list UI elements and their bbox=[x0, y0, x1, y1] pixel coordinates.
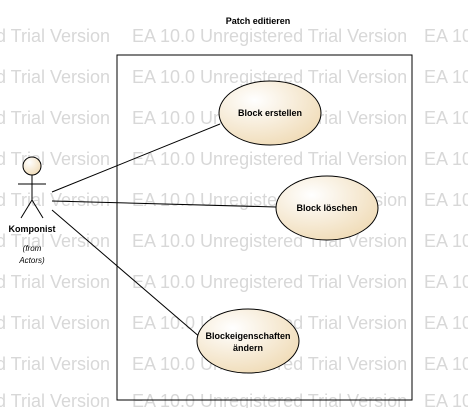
watermark-right: EA 10 bbox=[424, 108, 468, 128]
watermark-right: EA 10 bbox=[424, 67, 468, 87]
watermark-left: d Trial Version bbox=[0, 190, 110, 210]
system-boundary[interactable] bbox=[116, 54, 413, 401]
use-case-label-line1: Blockeigenschaften bbox=[205, 331, 290, 341]
use-case-label: Block löschen bbox=[296, 203, 357, 213]
watermark-middle: EA 10.0 Unregistered Trial Version bbox=[132, 67, 407, 87]
watermark-left: d Trial Version bbox=[0, 108, 110, 128]
watermark-left: d Trial Version bbox=[0, 272, 110, 292]
actor-from-line2: Actors) bbox=[18, 256, 45, 265]
actor-name: Komponist bbox=[9, 224, 56, 234]
watermark-right: EA 10 bbox=[424, 231, 468, 251]
watermark-middle: EA 10.0 Unregistered Trial Version bbox=[132, 149, 407, 169]
watermark-middle: EA 10.0 Unregistered Trial Version bbox=[132, 231, 407, 251]
watermark-right: EA 10 bbox=[424, 26, 468, 46]
watermark-left: d Trial Version bbox=[0, 391, 110, 408]
watermark-right: EA 10 bbox=[424, 149, 468, 169]
use-case-label-line2: ändern bbox=[233, 343, 263, 353]
watermark-left: d Trial Version bbox=[0, 313, 110, 333]
use-case-block-loeschen[interactable]: Block löschen bbox=[275, 175, 379, 241]
watermark-middle: EA 10.0 Unregistered Trial Version bbox=[132, 272, 407, 292]
watermark-middle: EA 10.0 Unregistered Trial Version bbox=[132, 26, 407, 46]
use-case-blockeigenschaften-aendern[interactable]: Blockeigenschaften ändern bbox=[196, 308, 300, 374]
watermark-left: d Trial Version bbox=[0, 231, 110, 251]
actor-komponist[interactable] bbox=[18, 156, 46, 219]
actor-right-leg bbox=[31, 199, 44, 219]
actor-head bbox=[22, 156, 42, 176]
association-blockeigenschaften[interactable] bbox=[51, 209, 202, 339]
watermark-right: EA 10 bbox=[424, 391, 468, 408]
watermark-left: d Trial Version bbox=[0, 67, 110, 87]
watermark-right: EA 10 bbox=[424, 354, 468, 374]
diagram-title: Patch editieren bbox=[226, 16, 291, 26]
actor-left-leg bbox=[20, 199, 33, 219]
use-case-label: Block erstellen bbox=[238, 108, 302, 118]
association-block-erstellen[interactable] bbox=[51, 123, 221, 193]
watermark-left: d Trial Version bbox=[0, 149, 110, 169]
watermark-left: d Trial Version bbox=[0, 354, 110, 374]
watermark-left: d Trial Version bbox=[0, 26, 110, 46]
watermark-right: EA 10 bbox=[424, 190, 468, 210]
use-case-block-erstellen[interactable]: Block erstellen bbox=[218, 80, 322, 146]
watermark-right: EA 10 bbox=[424, 272, 468, 292]
association-block-loeschen[interactable] bbox=[51, 200, 277, 208]
actor-from-line1: (from bbox=[23, 244, 42, 253]
watermark-right: EA 10 bbox=[424, 313, 468, 333]
